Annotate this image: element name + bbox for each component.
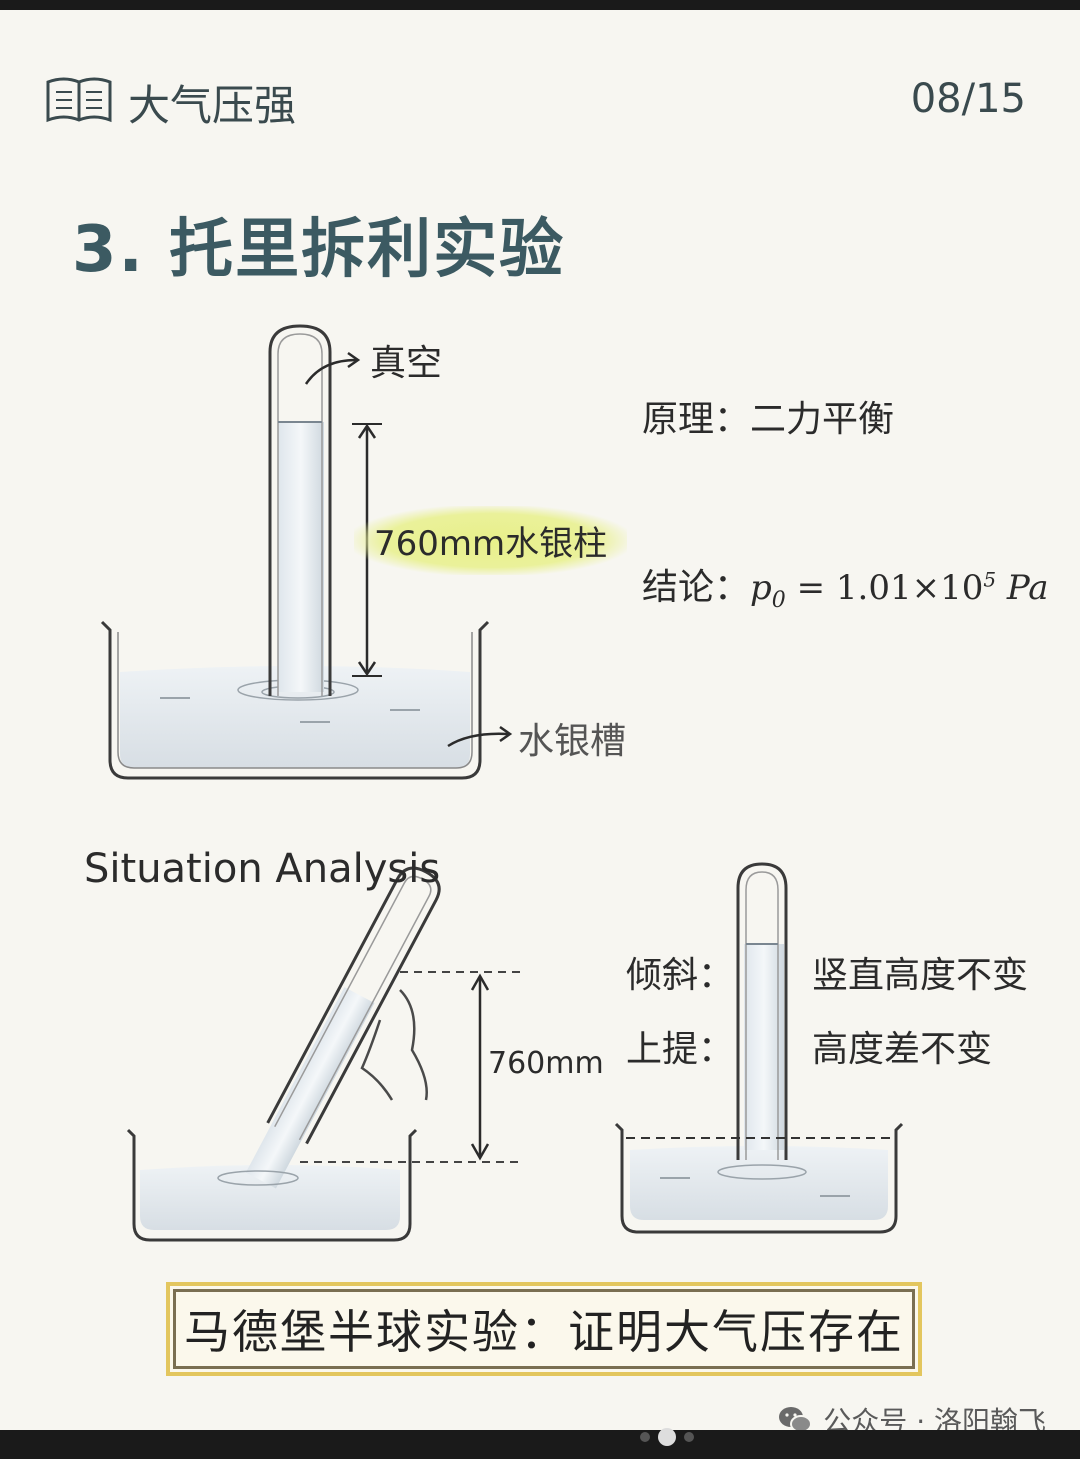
situation-heading: Situation Analysis — [84, 846, 441, 892]
vacuum-arrow — [304, 358, 357, 385]
pressure-formula: p0 = 1.01×105 Pa — [750, 567, 1049, 613]
header-title: 大气压强 — [128, 81, 297, 130]
tilted-tube-diagram — [126, 866, 520, 1242]
page-indicator — [640, 1428, 694, 1446]
glass-tube — [268, 324, 332, 696]
page-dot[interactable] — [684, 1432, 694, 1442]
tilt-label: 倾斜： — [626, 955, 735, 996]
vertical-tube-diagram — [614, 862, 904, 1234]
conclusion-label: 结论： — [642, 567, 751, 608]
watermark: 公众号 · 洛阳翰飞 — [777, 1400, 1046, 1430]
principle-line: 原理：二力平衡 — [642, 390, 894, 442]
mercury-column-label: 760mm水银柱 — [354, 506, 628, 575]
vacuum-label: 真空 — [370, 343, 443, 384]
principle-label: 原理： — [642, 399, 751, 440]
book-icon — [46, 77, 112, 123]
torricelli-diagram — [100, 324, 904, 1242]
watermark-text: 公众号 · 洛阳翰飞 — [823, 1405, 1046, 1430]
page-counter: 08/15 — [910, 76, 1026, 122]
height-label: 760mm — [488, 1046, 604, 1081]
wechat-icon — [779, 1407, 813, 1430]
section-title: 3. 托里拆利实验 — [72, 213, 566, 287]
lift-label: 上提： — [626, 1029, 735, 1070]
conclusion-box: 马德堡半球实验：证明大气压存在 — [166, 1282, 922, 1376]
trough-arrow — [447, 732, 509, 748]
page-dot-active[interactable] — [658, 1428, 676, 1446]
principle-value: 二力平衡 — [750, 399, 895, 440]
tilt-value: 竖直高度不变 — [812, 955, 1029, 996]
page-dot[interactable] — [640, 1432, 650, 1442]
lift-value: 高度差不变 — [812, 1029, 993, 1070]
slide-page: 大气压强 08/15 3. 托里拆利实验 — [0, 10, 1080, 1430]
trough-label: 水银槽 — [518, 721, 627, 762]
conclusion-line: 结论：p0 = 1.01×105 Pa — [642, 558, 1049, 613]
